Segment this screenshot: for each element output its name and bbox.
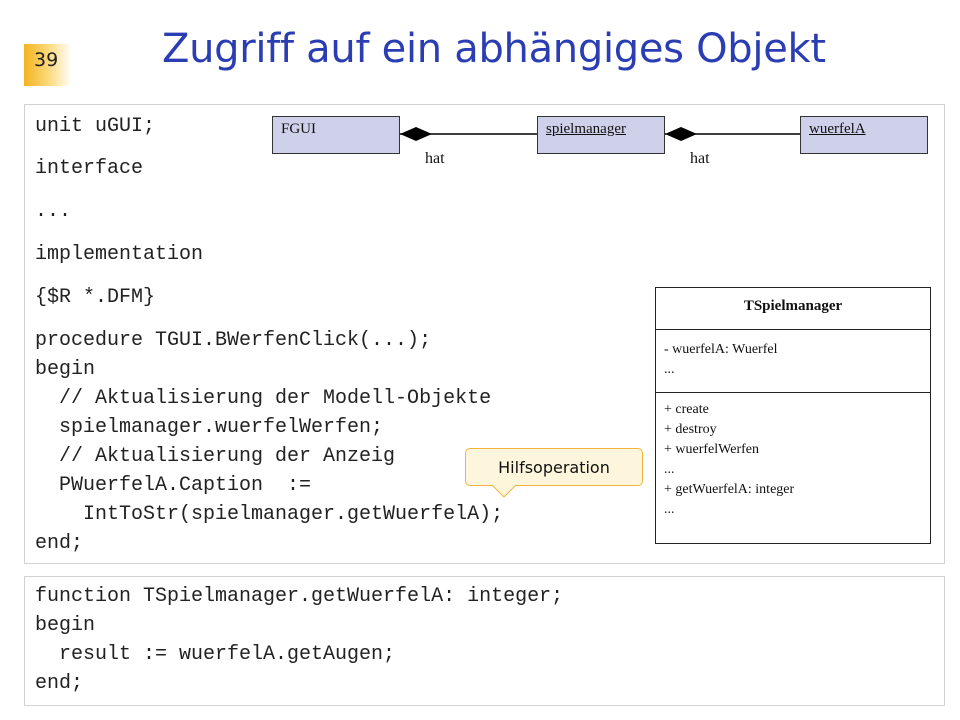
object-wuerfela: wuerfelA — [800, 116, 928, 154]
code-procedure-line: spielmanager.wuerfelWerfen; — [35, 416, 384, 439]
class-operation: + wuerfelWerfen — [664, 442, 759, 457]
object-fgui: FGUI — [272, 116, 400, 154]
code-procedure-line: IntToStr(spielmanager.getWuerfelA); — [35, 503, 504, 526]
class-attribute: ... — [664, 362, 675, 377]
code-procedure-line: procedure TGUI.BWerfenClick(...); — [35, 329, 432, 352]
code-procedure-line: end; — [35, 532, 84, 555]
callout-hilfsoperation: Hilfsoperation — [465, 448, 643, 486]
callout-pointer — [492, 484, 517, 498]
code-implementation-line: implementation — [35, 243, 204, 266]
code-directive-line: {$R *.DFM} — [35, 286, 156, 309]
code-function-line: function TSpielmanager.getWuerfelA: inte… — [35, 585, 564, 608]
class-operation: + destroy — [664, 422, 717, 437]
class-operation: ... — [664, 502, 675, 517]
code-unit-line: unit uGUI; — [35, 115, 156, 138]
code-function-line: begin — [35, 614, 96, 637]
class-attribute: - wuerfelA: Wuerfel — [664, 342, 778, 357]
code-ellipsis-line: ... — [35, 200, 72, 223]
code-procedure-line: PWuerfelA.Caption := — [35, 474, 312, 497]
class-operation: + getWuerfelA: integer — [664, 482, 795, 497]
class-operations: + create + destroy + wuerfelWerfen ... +… — [656, 393, 930, 520]
association-label-hat: hat — [425, 150, 445, 167]
association-label-hat: hat — [690, 150, 710, 167]
page-number: 39 — [24, 44, 72, 86]
page-title: Zugriff auf ein abhängiges Objekt — [162, 26, 826, 72]
class-operation: + create — [664, 402, 709, 417]
code-procedure-line: begin — [35, 358, 96, 381]
class-attributes: - wuerfelA: Wuerfel ... — [656, 330, 930, 393]
class-tspielmanager: TSpielmanager - wuerfelA: Wuerfel ... + … — [655, 287, 931, 544]
function-code-panel: function TSpielmanager.getWuerfelA: inte… — [24, 576, 945, 706]
class-name: TSpielmanager — [656, 288, 930, 330]
code-function-line: result := wuerfelA.getAugen; — [35, 643, 396, 666]
composition-diamond — [665, 127, 697, 141]
composition-diamond — [400, 127, 432, 141]
class-operation: ... — [664, 462, 675, 477]
code-procedure-line: // Aktualisierung der Modell-Objekte — [35, 387, 492, 410]
object-spielmanager: spielmanager — [537, 116, 665, 154]
code-procedure-line: // Aktualisierung der Anzeig — [35, 445, 396, 468]
code-interface-line: interface — [35, 157, 144, 180]
code-function-line: end; — [35, 672, 84, 695]
